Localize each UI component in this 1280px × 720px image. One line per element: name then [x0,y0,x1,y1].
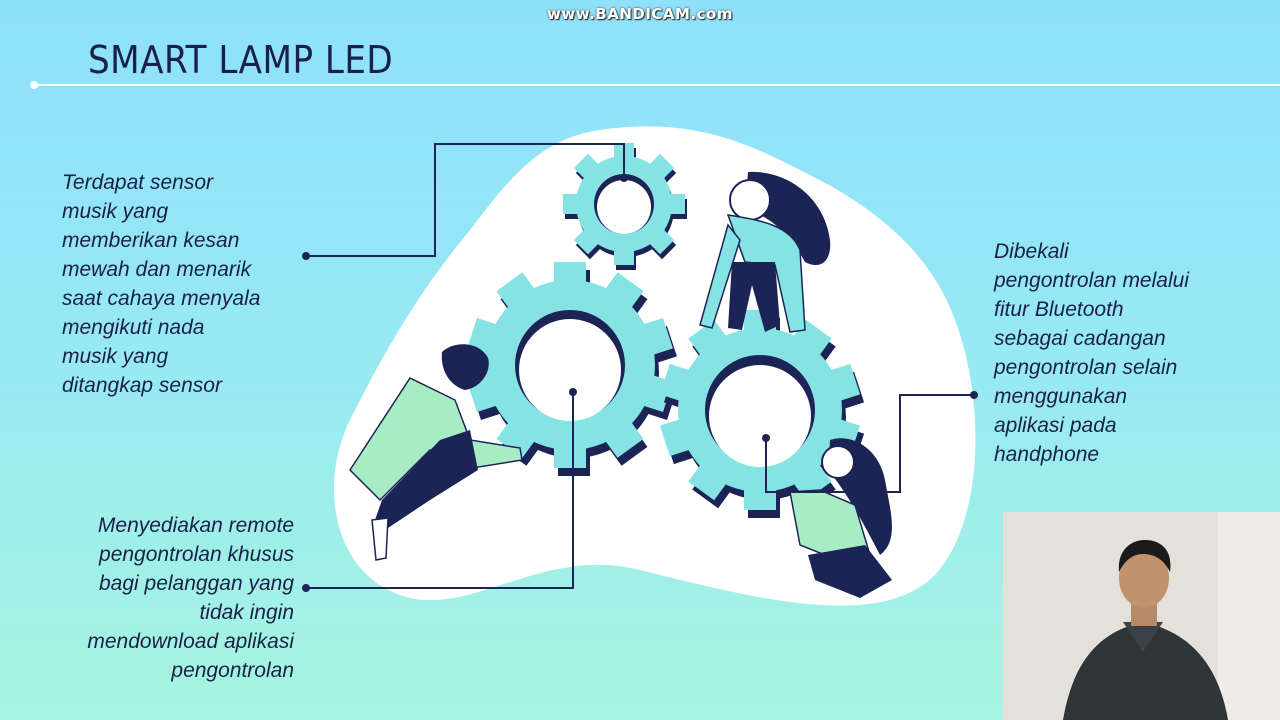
callout-right-text: Dibekali pengontrolan melalui fitur Blue… [994,240,1189,466]
recorder-watermark: www.BANDICAM.com [546,5,733,23]
left-gear [467,262,677,476]
callout-dot-right [970,391,978,399]
presenter-avatar [1003,512,1280,720]
callout-dot-left [302,252,310,260]
webcam-overlay [1003,512,1280,720]
callout-bottom-text: Menyediakan remote pengontrolan khusus b… [87,514,294,682]
person-left [349,344,523,561]
callout-dot-bottom [302,584,310,592]
callout-left-text: Terdapat sensor musik yang memberikan ke… [62,171,261,397]
person-bottom-right [789,438,892,598]
callout-lines [306,143,974,589]
small-gear [563,143,687,270]
person-top-right [699,171,831,333]
slide-title: SMART LAMP LED [88,38,394,82]
title-rule [34,84,1280,86]
